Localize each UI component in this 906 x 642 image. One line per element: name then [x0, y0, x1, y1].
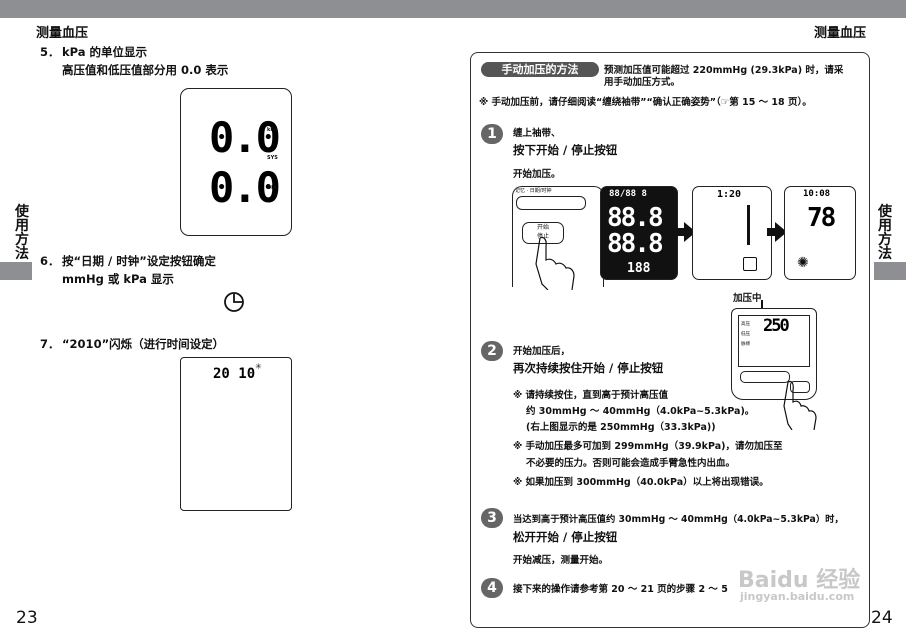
pressure-bar: [747, 205, 760, 245]
step4-line1: 接下来的操作请参考第 20 ～ 21 页的步骤 2 ～ 5: [513, 584, 728, 595]
step2-note: ※ 如果加压到 300mmHg（40.0kPa）以上将出现错误。: [513, 477, 769, 488]
clock-icon: [222, 290, 246, 318]
side-tab-right: 使用方法: [877, 205, 893, 261]
step2-badge: 2: [481, 341, 503, 361]
arrow-stem: [674, 228, 684, 236]
step2-note: (右上图显示的是 250mmHg（33.3kPa)): [526, 422, 716, 433]
kpa-display-sys-value: 0.0: [209, 113, 281, 162]
lcd-all-segments: 88/88 8 88.8 88.8 188: [600, 186, 678, 280]
sys-label: SYS: [267, 155, 278, 161]
kpa-unit-label: kPa: [267, 127, 278, 133]
side-tab-bar-right: [874, 262, 906, 280]
top-bar: [0, 0, 906, 18]
item6-line1: 按“日期 / 时钟”设定按钮确定: [62, 254, 216, 268]
device-button-row[interactable]: [516, 196, 586, 210]
step3-line1: 当达到高于预计高压值约 30mmHg ～ 40mmHg（4.0kPa~5.3kP…: [513, 514, 844, 525]
lcd1-dia: 88.8: [607, 229, 664, 259]
page-number-left: 23: [16, 608, 38, 628]
step3-line2: 松开开始 / 停止按钮: [513, 530, 618, 544]
manual-pressurize-frame: [470, 52, 870, 628]
side-tab-left: 使用方法: [14, 205, 30, 261]
year-display: 20 10 ✳: [180, 357, 292, 511]
lcd3-value: 78: [807, 203, 836, 233]
lcd1-header: 88/88 8: [609, 189, 647, 199]
item5-desc: 高压值和低压值部分用 0.0 表示: [62, 63, 229, 77]
lcd-result: 10:08 78 ✺: [784, 186, 856, 280]
header-left-title: 测量血压: [36, 26, 89, 41]
item7-number: 7．: [40, 337, 60, 351]
step2-note: ※ 请持续按住，直到高于预计高压值: [513, 390, 669, 401]
side-tab-bar-left: [0, 262, 32, 280]
step2-note: 不必要的压力。否则可能会造成手臂急性内出血。: [526, 458, 736, 469]
device-header: 记忆 · 日期/时钟: [515, 188, 552, 194]
step2-line1: 开始加压后，: [513, 346, 571, 357]
watermark-brand: Baidu 经验: [738, 568, 861, 593]
lcd1-pulse: 188: [627, 261, 651, 276]
zoom-button-row[interactable]: [740, 371, 790, 383]
watermark-url: jingyan.baidu.com: [740, 590, 855, 603]
zoom-lcd: 250 高压 低压 脉搏: [738, 315, 810, 367]
item7-title: “2010”闪烁（进行时间设定）: [62, 337, 225, 351]
step1-line3: 开始加压。: [513, 169, 561, 180]
step2-line2: 再次持续按住开始 / 停止按钮: [513, 361, 664, 375]
zoom-start-stop-button[interactable]: [790, 381, 810, 393]
hand-icon: [528, 234, 590, 294]
hand-icon: [778, 378, 824, 434]
step2-note: 约 30mmHg ～ 40mmHg（4.0kPa~5.3kPa)。: [526, 406, 755, 417]
pressurizing-label: 加压中: [733, 293, 762, 304]
zoom-row-labels: 高压 低压 脉搏: [741, 320, 750, 350]
kpa-display-dia-value: 0.0: [209, 163, 281, 212]
step1-line2: 按下开始 / 停止按钮: [513, 143, 618, 157]
section-title: 手动加压的方法: [481, 62, 599, 77]
header-right-title: 测量血压: [814, 26, 867, 41]
item6-line2: mmHg 或 kPa 显示: [62, 272, 174, 286]
arrow-stem: [767, 228, 777, 236]
side-tab-text: 使用方法: [15, 204, 29, 262]
warning-note: ※ 手动加压前，请仔细阅读“缠绕袖带”“确认正确姿势”（☞第 15 ～ 18 页…: [479, 97, 812, 108]
step1-badge: 1: [481, 124, 503, 144]
lcd1-sys: 88.8: [607, 203, 664, 233]
cuff-icon: [743, 257, 757, 271]
lcd2-time: 1:20: [717, 189, 742, 200]
lcd3-time: 10:08: [803, 189, 831, 199]
kpa-display: 0.0 0.0 kPa SYS DIA: [180, 88, 292, 236]
blink-mark-icon: ✳: [255, 362, 262, 371]
item5-number: 5．: [40, 45, 60, 59]
zoom-label-sys: 高压: [741, 322, 750, 327]
step2-note: ※ 手动加压最多可加到 299mmHg（39.9kPa)，请勿加压至: [513, 441, 783, 452]
device-zoom: 250 高压 低压 脉搏: [731, 308, 817, 400]
step3-badge: 3: [481, 508, 503, 528]
section-note-line2: 用手动加压方式。: [604, 77, 681, 88]
item6-number: 6．: [40, 254, 60, 268]
zoom-label-pulse: 脉搏: [741, 342, 750, 347]
step1-line1: 缠上袖带、: [513, 128, 561, 139]
stop-label: 停止: [536, 233, 549, 240]
step4-badge: 4: [481, 578, 503, 598]
section-note-line1: 预测加压值可能超过 220mmHg (29.3kPa) 时，请采: [604, 65, 844, 76]
year-value: 20 10: [213, 366, 256, 382]
start-stop-button[interactable]: 开始 停止: [522, 222, 564, 244]
zoom-connector: [761, 300, 763, 310]
page-number-right: 24: [871, 608, 893, 628]
side-tab-text: 使用方法: [878, 204, 892, 262]
lcd-inflating: 1:20: [692, 186, 772, 280]
zoom-label-dia: 低压: [741, 332, 750, 337]
pressurizing-value: 250: [763, 316, 790, 336]
item5-title: kPa 的单位显示: [62, 45, 148, 59]
heart-sun-icon: ✺: [797, 255, 809, 271]
step3-line3: 开始减压，测量开始。: [513, 555, 609, 566]
dia-label: DIA: [267, 185, 277, 191]
start-label: 开始: [536, 224, 549, 231]
